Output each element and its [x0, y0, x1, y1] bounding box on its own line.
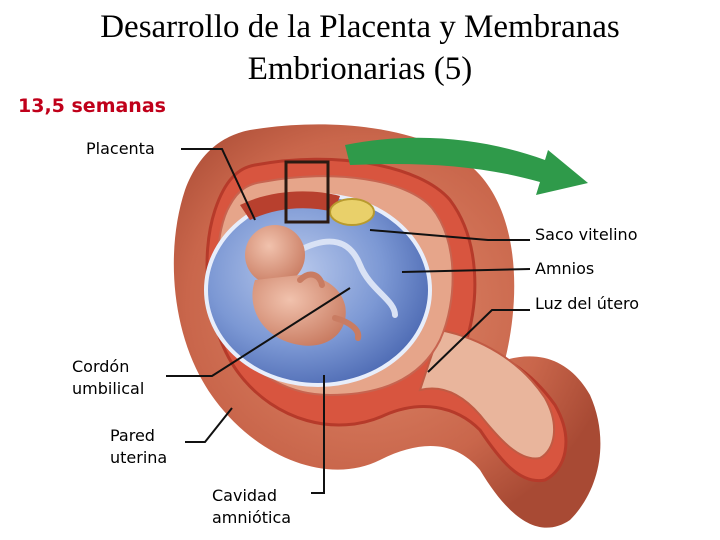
label-uterine-wall-line2: uterina — [110, 448, 168, 467]
leader-placenta — [181, 148, 256, 221]
green-arrow-icon — [345, 137, 588, 195]
label-umbilical-cord-line2: umbilical — [72, 379, 145, 398]
label-amniotic-cavity-line2: amniótica — [212, 508, 292, 527]
label-uterine-wall-line1: Pared — [110, 426, 155, 445]
label-uterine-wall: Pared uterina — [110, 425, 167, 469]
umbilical-cord — [297, 238, 398, 318]
leader-umbilical-cord — [166, 287, 351, 377]
title-line-2: Embrionarias (5) — [247, 51, 473, 87]
title-line-1: Desarrollo de la Placenta y Membranas — [100, 9, 620, 45]
uterine-lumen — [418, 328, 556, 460]
leader-amniotic-cavity — [311, 375, 325, 494]
embryo — [245, 225, 362, 346]
label-amniotic-cavity-line1: Cavidad — [212, 486, 278, 505]
label-amniotic-cavity: Cavidad amniótica — [212, 485, 291, 529]
label-yolk-sac: Saco vitelino — [535, 225, 638, 244]
leader-uterine-lumen — [427, 309, 530, 373]
stage-subtitle: 13,5 semanas — [18, 95, 166, 117]
slide-title: Desarrollo de la Placenta y Membranas Em… — [0, 6, 720, 90]
highlight-box — [284, 160, 330, 224]
label-umbilical-cord-line1: Cordón — [72, 357, 130, 376]
leader-amnion — [401, 268, 531, 273]
label-amnion: Amnios — [535, 259, 595, 278]
placenta — [240, 191, 340, 220]
yolk-sac — [329, 198, 375, 226]
leader-lines — [166, 148, 531, 494]
label-uterine-lumen: Luz del útero — [535, 294, 640, 313]
label-umbilical-cord: Cordón umbilical — [72, 356, 144, 400]
leader-uterine-wall — [185, 407, 233, 443]
label-placenta: Placenta — [86, 139, 155, 158]
leader-yolk-sac — [369, 229, 530, 241]
